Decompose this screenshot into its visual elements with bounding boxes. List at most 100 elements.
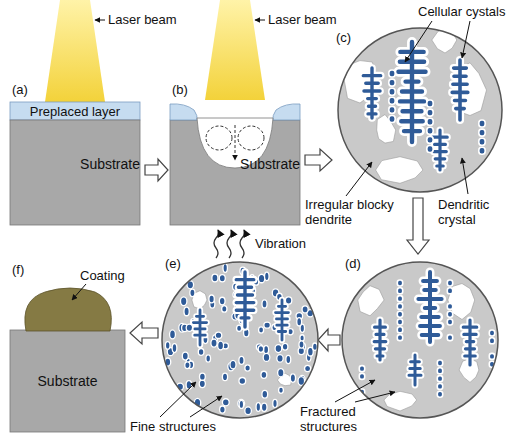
panel-label: (f) [12, 262, 24, 277]
fine-structure [282, 343, 288, 350]
dendrite-halo [418, 272, 441, 342]
cellular-crystal [437, 391, 442, 397]
callout-label: Coating [80, 268, 125, 283]
cellular-crystal [447, 303, 452, 309]
cellular-crystal [479, 147, 485, 154]
fine-structure [286, 355, 291, 363]
dendrite-halo [452, 60, 468, 120]
dendritic-crystal [433, 130, 447, 170]
fine-structure [238, 399, 245, 407]
cellular-crystal [397, 296, 402, 302]
cellular-crystal [397, 288, 402, 294]
fine-structure [258, 274, 265, 283]
fine-structure [265, 272, 270, 281]
fine-structure [199, 373, 205, 380]
cellular-crystal [427, 100, 433, 107]
coating [25, 288, 111, 331]
cellular-crystal [489, 330, 494, 336]
fine-structure [218, 341, 224, 350]
blocky-dendrite [376, 157, 423, 184]
cellular-crystal [447, 280, 452, 286]
fine-structure [262, 390, 268, 398]
cellular-crystal [447, 319, 452, 325]
dendritic-crystal [418, 272, 441, 342]
cellular-crystal [427, 127, 433, 134]
fine-structure [237, 325, 242, 331]
callout-label: Vibration [255, 236, 306, 251]
callout-label: Fractured structures [300, 404, 372, 434]
callout-label: Irregular blocky dendrite [305, 197, 405, 227]
fine-structure [219, 297, 225, 305]
panel-label: (b) [172, 82, 188, 97]
fine-structure [211, 339, 217, 347]
fine-structure [199, 380, 205, 388]
fine-structure [220, 406, 226, 413]
node-text: Substrate [240, 157, 300, 172]
cellular-crystal [397, 311, 402, 317]
dendritic-crystal [193, 310, 206, 345]
cellular-crystal [389, 79, 395, 86]
cellular-crystal [447, 335, 452, 341]
fine-structure [300, 335, 304, 341]
fine-structure [170, 330, 176, 339]
panel-label: (c) [336, 30, 351, 45]
fine-structure [198, 349, 204, 356]
cellular-crystal [479, 138, 485, 145]
dendrite-halo [374, 320, 386, 360]
dendrite-halo [363, 68, 380, 118]
blocky-dendrite [448, 284, 475, 320]
blocky-dendrite [377, 115, 396, 144]
cellular-crystal [389, 106, 395, 113]
cellular-crystal [489, 353, 494, 359]
cellular-crystal [479, 120, 485, 127]
fine-structure [273, 399, 277, 407]
dendritic-crystal [452, 60, 468, 120]
fine-structure [222, 373, 227, 380]
dendritic-crystal [374, 320, 386, 360]
substrate-block: Substrate [10, 120, 140, 225]
fine-structure [230, 360, 236, 368]
callout-label: Laser beam [268, 12, 337, 27]
fine-structure [264, 346, 269, 354]
fine-structure [239, 356, 244, 364]
cellular-crystal [359, 366, 364, 372]
blocky-dendrite [384, 391, 417, 411]
fine-structure [275, 345, 282, 353]
cellular-crystal [389, 88, 395, 95]
layer-remnant [170, 104, 197, 120]
node-text: Preplaced layer [30, 104, 120, 119]
fine-structure [165, 342, 170, 350]
dendrite-halo [409, 355, 421, 385]
substrate [10, 120, 140, 225]
fine-structure [215, 332, 222, 338]
layer-remnant [273, 104, 300, 120]
cellular-crystal [389, 70, 395, 77]
dendritic-crystal [409, 355, 421, 385]
laser-beam [45, 0, 105, 102]
callout-label: Cellular cystals [418, 4, 505, 19]
cellular-crystal [437, 360, 442, 366]
dendritic-crystal [398, 42, 425, 142]
fine-structure [212, 274, 218, 282]
dendritic-crystal [463, 320, 476, 365]
fine-structure [259, 327, 264, 333]
dendritic-crystal [363, 68, 380, 118]
substrate [10, 330, 125, 432]
node-text: Substrate [80, 157, 140, 172]
preplaced-layer [10, 102, 140, 120]
fine-structure [261, 403, 267, 411]
fine-structure [263, 353, 270, 361]
cellular-crystal [389, 116, 395, 123]
fine-structure [182, 352, 188, 360]
fine-structure [223, 264, 227, 273]
cellular-crystal [437, 383, 442, 389]
fine-structure [190, 289, 195, 297]
cellular-crystal [437, 376, 442, 382]
fine-structure [256, 403, 260, 412]
substrate-block: Substrate [10, 330, 125, 432]
cellular-crystal [397, 327, 402, 333]
substrate [170, 120, 300, 225]
cellular-crystal [489, 338, 494, 344]
dendrite-halo [398, 42, 425, 142]
cellular-crystal [397, 319, 402, 325]
